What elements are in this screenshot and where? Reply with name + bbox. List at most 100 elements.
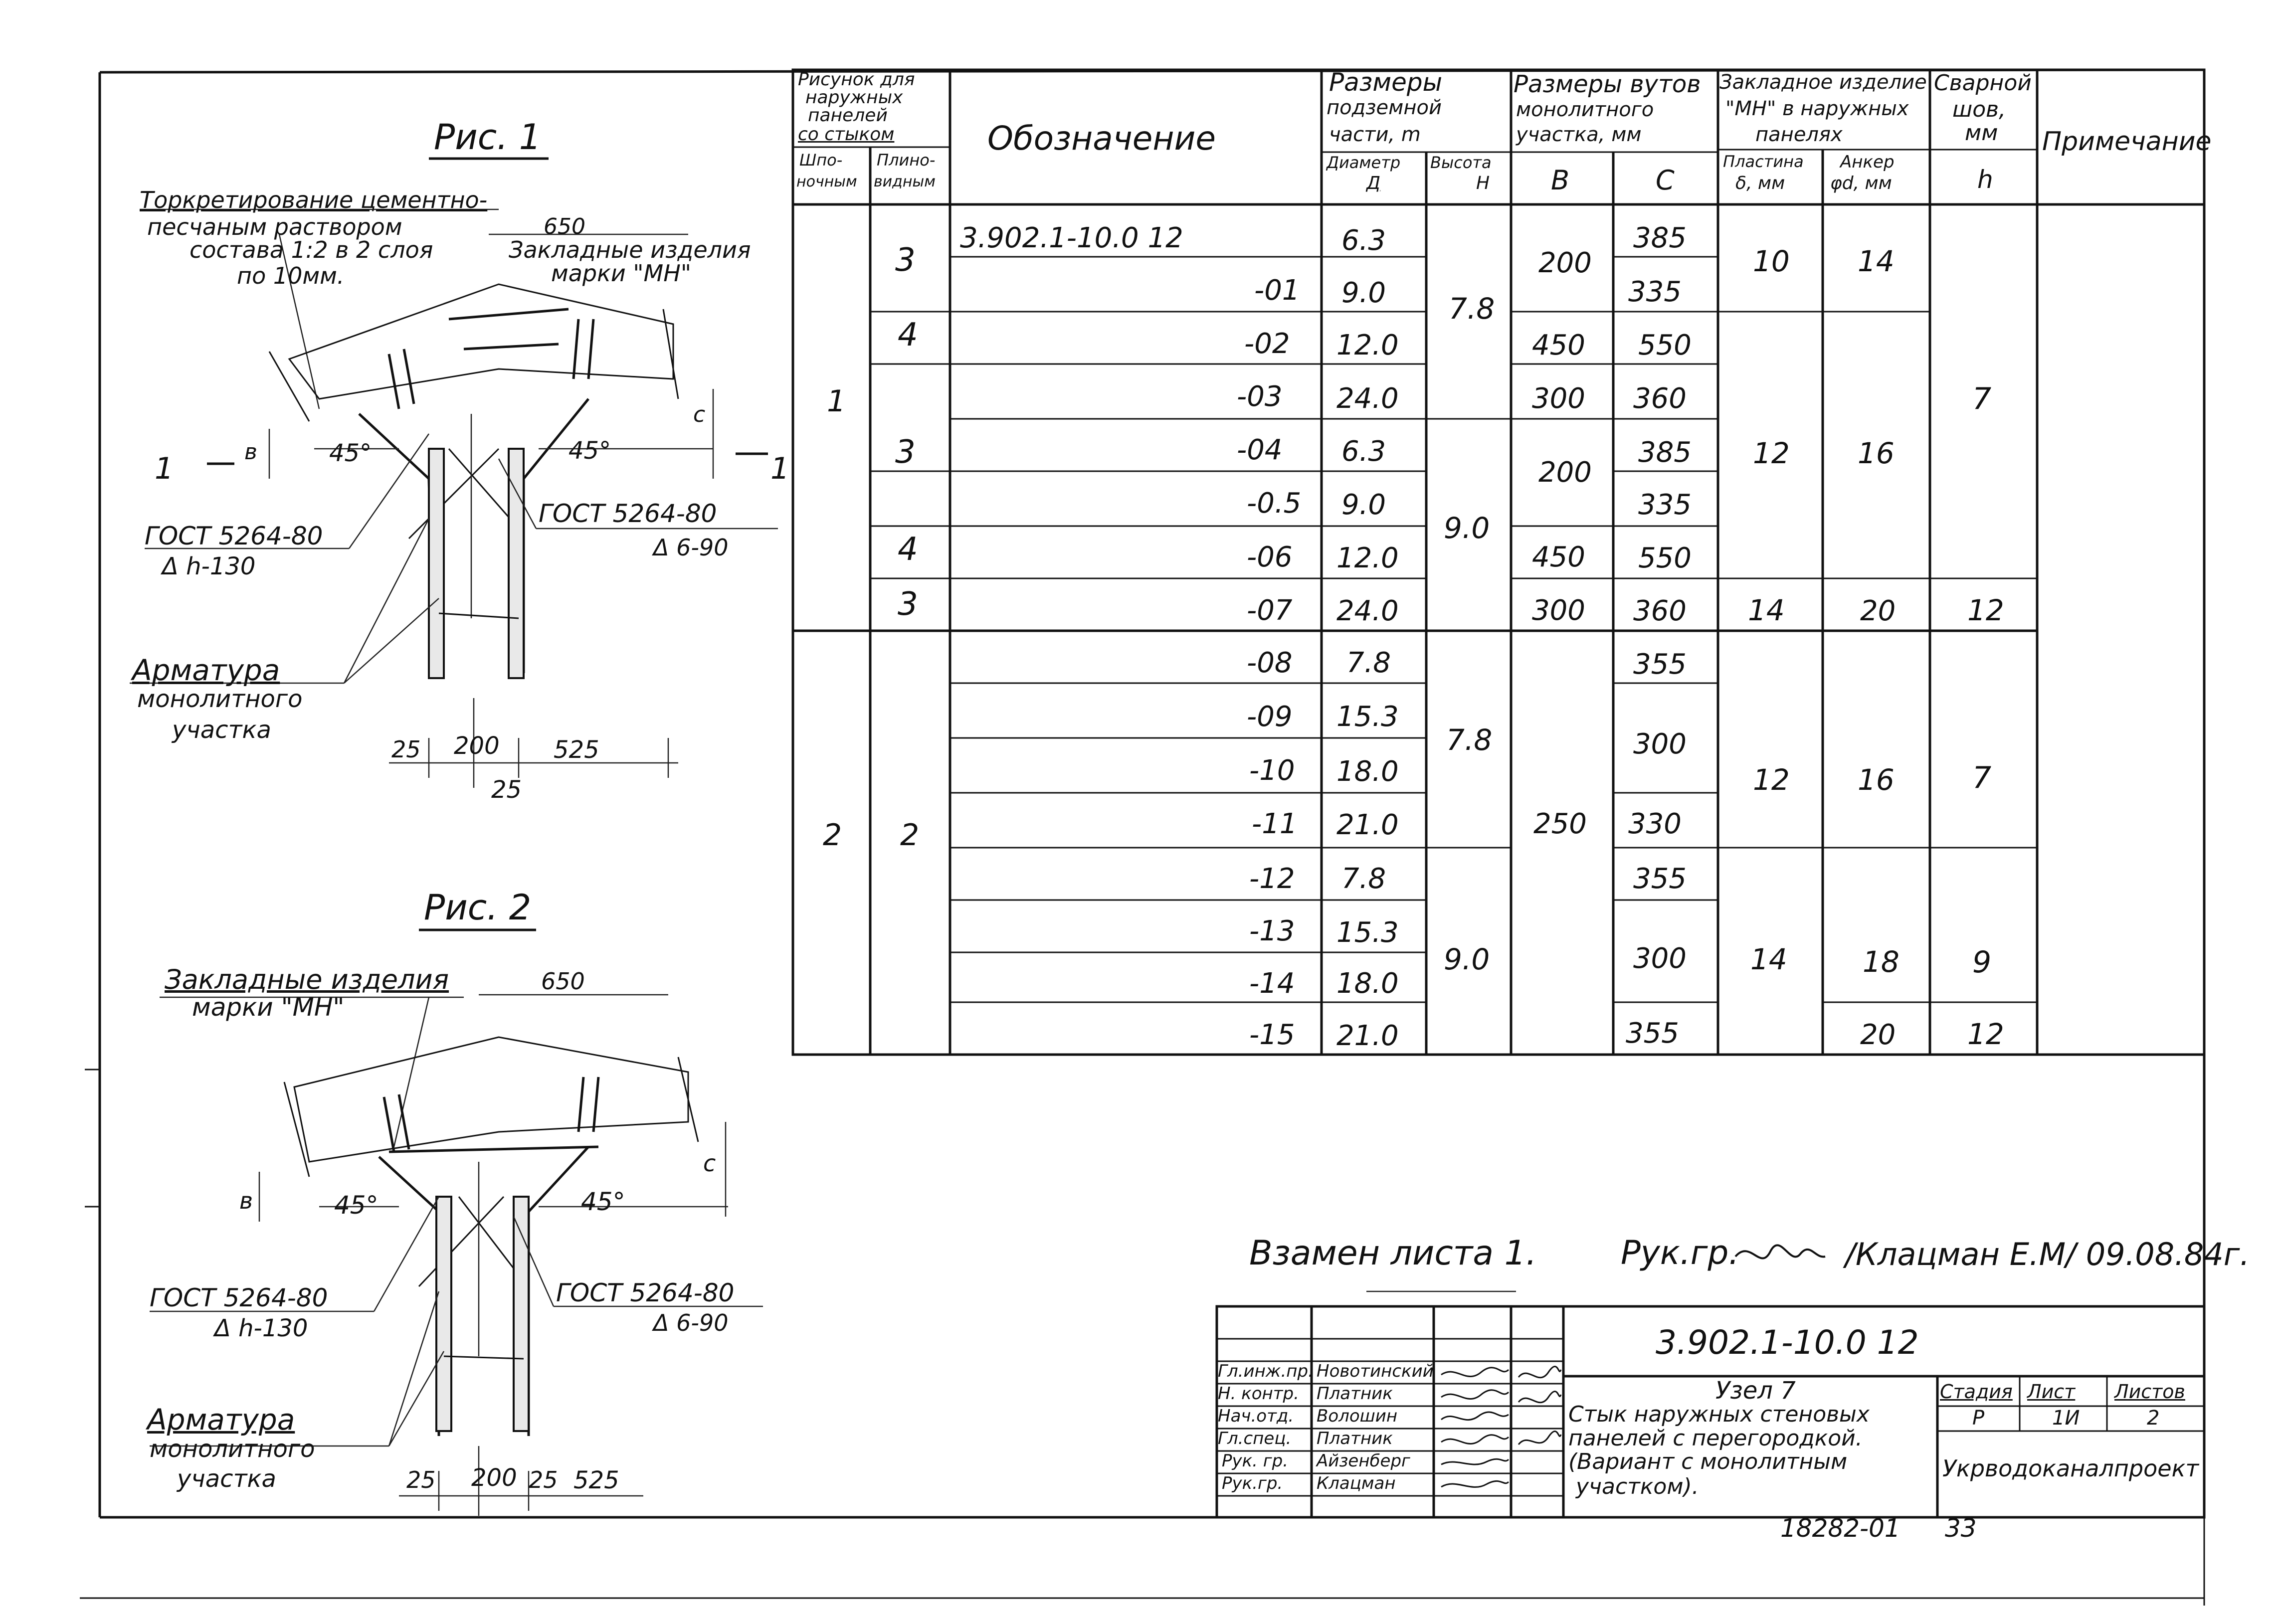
- table-plate: 14: [1750, 942, 1787, 976]
- stamp-name: Новотинский: [1317, 1361, 1434, 1381]
- table-designation: -04: [1237, 434, 1283, 466]
- table-diameter: 24.0: [1336, 382, 1399, 415]
- stamp-sheets-label: Листов: [2114, 1381, 2185, 1403]
- stamp-role: Нач.отд.: [1218, 1406, 1294, 1426]
- th-weld-l3: мм: [1965, 120, 1998, 146]
- table-c-value: 335: [1638, 489, 1692, 521]
- th-weld-h: h: [1977, 165, 1993, 194]
- fig2-rebar-line2: монолитного: [150, 1435, 315, 1463]
- table-b-value: 300: [1532, 382, 1585, 415]
- table-c-value: 360: [1633, 382, 1687, 415]
- stamp-org: Укрводоканалпроект: [1942, 1455, 2199, 1482]
- th-weld-l2: шов,: [1952, 97, 2006, 122]
- th-mono-l2: монолитного: [1516, 98, 1654, 121]
- table-glino: 4: [898, 317, 918, 354]
- fig1-gost-right-sub: Δ 6-90: [653, 534, 729, 561]
- th-designation: Обозначение: [987, 119, 1216, 158]
- fig2-dim-25a: 25: [406, 1466, 436, 1493]
- table-designation-base: 3.902.1-10.0 12: [960, 222, 1183, 254]
- table-diameter: 18.0: [1336, 755, 1399, 788]
- table-c-value: 385: [1638, 436, 1692, 469]
- th-mono-l3: участка, мм: [1516, 123, 1642, 146]
- stamp-archive-no: 18282-01: [1780, 1514, 1900, 1543]
- table-anchor: 16: [1858, 763, 1895, 797]
- th-plate-l2: δ, мм: [1735, 173, 1785, 193]
- table-diameter: 9.0: [1341, 489, 1386, 521]
- table-designation: -02: [1244, 328, 1290, 360]
- stamp-name: Платник: [1317, 1384, 1393, 1404]
- table-c-value: 300: [1633, 728, 1687, 760]
- table-designation: -10: [1249, 754, 1295, 787]
- stamp-signatures-icon: [1441, 1367, 1510, 1488]
- fig2-rebar-line1: Арматура: [147, 1403, 295, 1437]
- table-c-value: 335: [1628, 276, 1682, 308]
- th-size-l2: подземной: [1327, 96, 1442, 119]
- table-c-value: 360: [1633, 595, 1687, 627]
- table-c-value: 330: [1628, 808, 1682, 840]
- table-diameter: 9.0: [1341, 277, 1386, 309]
- table-diameter: 6.3: [1341, 224, 1386, 257]
- stamp-title-l2: Стык наружных стеновых: [1568, 1402, 1870, 1427]
- fig2-gost-right-sub: Δ 6-90: [653, 1309, 729, 1336]
- table-designation: -08: [1247, 647, 1293, 679]
- stamp-title-l3: панелей с перегородкой.: [1568, 1426, 1863, 1451]
- fig2-dim-525: 525: [573, 1466, 619, 1494]
- table-c-value: 300: [1633, 942, 1687, 975]
- th-anchor-l1: Анкер: [1840, 152, 1895, 172]
- table-weld: 12: [1967, 1017, 2004, 1051]
- stamp-role: Рук.гр.: [1222, 1473, 1283, 1493]
- stamp-sheets: 2: [2147, 1407, 2160, 1430]
- fig2-embedded-line1: Закладные изделия: [165, 964, 449, 995]
- th-fig-l3: панелей: [808, 105, 888, 126]
- th-c: С: [1656, 165, 1675, 196]
- table-designation: -0.5: [1247, 487, 1302, 520]
- table-c-value: 550: [1638, 329, 1692, 361]
- table-designation: -15: [1249, 1019, 1295, 1051]
- table-shpon: 1: [827, 384, 846, 419]
- table-diameter: 6.3: [1341, 435, 1386, 468]
- table-designation: -14: [1249, 967, 1295, 1000]
- table-height: 9.0: [1444, 511, 1490, 545]
- stamp-title-l1: Узел 7: [1715, 1377, 1796, 1405]
- th-fig-sub2-l1: Плино-: [877, 151, 936, 170]
- table-height: 7.8: [1446, 723, 1493, 757]
- stamp-replaces: Взамен листа 1.: [1249, 1234, 1537, 1273]
- fig2-dim-650: 650: [541, 968, 585, 995]
- fig2-gost-left-sub: Δ h-130: [214, 1314, 308, 1342]
- table-c-value: 355: [1626, 1017, 1679, 1050]
- fig1-embedded-line1: Закладные изделия: [509, 236, 751, 263]
- th-fig-l2: наружных: [805, 87, 903, 108]
- fig1-note-line1: Торкретирование цементно-: [140, 186, 488, 213]
- th-fig-sub2-l2: видным: [874, 173, 936, 190]
- th-note: Примечание: [2042, 127, 2212, 157]
- table-weld: 12: [1967, 593, 2004, 627]
- th-size-l1: Размеры: [1329, 68, 1443, 97]
- stamp-stage-label: Стадия: [1940, 1381, 2013, 1403]
- table-designation: -01: [1254, 274, 1300, 307]
- fig1-drawing: [130, 157, 778, 788]
- table-weld: 9: [1972, 945, 1992, 980]
- stamp-title-l4: (Вариант с монолитным: [1568, 1449, 1848, 1474]
- fig1-dim-200: 200: [454, 732, 500, 760]
- stamp-name: Айзенберг: [1317, 1451, 1410, 1471]
- stamp-name: Клацман: [1317, 1473, 1396, 1493]
- table-c-value: 385: [1633, 222, 1687, 254]
- table-shpon: 2: [823, 818, 842, 853]
- fig2-embedded-line2: марки "МН": [192, 993, 345, 1022]
- table-plate: 12: [1753, 436, 1790, 470]
- fig2-label-c: с: [703, 1150, 716, 1177]
- table-c-value: 355: [1633, 863, 1687, 895]
- th-height-l2: Н: [1476, 173, 1490, 193]
- table-b-value: 250: [1533, 808, 1587, 840]
- fig2-drawing: [150, 928, 763, 1516]
- table-b-value: 200: [1538, 247, 1592, 279]
- fig1-label-b: в: [244, 439, 257, 465]
- fig1-gost-right: ГОСТ 5264-80: [539, 499, 717, 528]
- th-fig-sub1-l2: ночным: [796, 173, 857, 190]
- stamp-role: Гл.спец.: [1218, 1429, 1292, 1448]
- th-plate-l1: Пластина: [1723, 152, 1804, 171]
- table-height: 7.8: [1449, 292, 1495, 326]
- fig1-title: Рис. 1: [434, 117, 542, 158]
